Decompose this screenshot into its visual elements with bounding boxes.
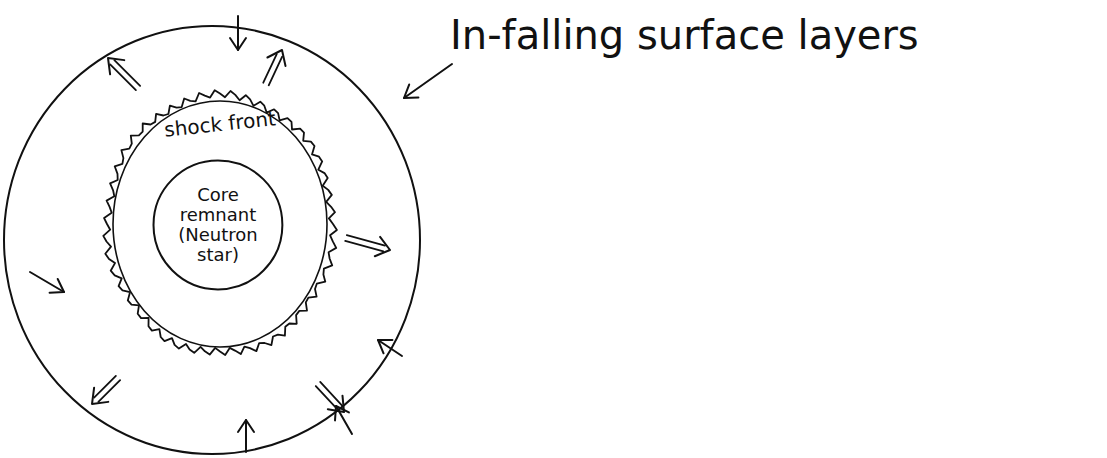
outflow-arrow-head (92, 388, 108, 404)
outflow-arrow-shaft (345, 241, 383, 251)
infall-arrow (245, 420, 247, 452)
outflow-arrow-head (328, 396, 344, 412)
outflow-arrow-head (108, 58, 124, 74)
outflow-arrow-shaft (110, 64, 136, 90)
core-label: Core remnant (Neutron star) (173, 185, 263, 264)
infall-arrow-head (230, 38, 246, 50)
core-outline (154, 161, 283, 290)
leader-line (404, 64, 452, 98)
infall-arrow (378, 340, 402, 356)
callout-label: In-falling surface layers (450, 12, 919, 58)
outflow-arrow-head (267, 50, 285, 66)
shock-front-inner-line (113, 101, 327, 347)
shock-front-region: shock frontCore remnant (Neutron star) (100, 88, 340, 360)
outflow-arrow-shaft (320, 382, 342, 406)
core-circle: Core remnant (Neutron star) (152, 159, 284, 291)
infall-arrow (30, 272, 64, 292)
infall-arrow-head (238, 420, 254, 432)
outflow-arrow-head (375, 237, 390, 256)
outflow-arrow-shaft (98, 380, 120, 402)
infall-arrow (237, 16, 239, 50)
infall-arrow-head (378, 340, 392, 353)
outflow-arrow-shaft (269, 57, 282, 86)
infall-arrow-head (50, 279, 64, 293)
outer-star-surface (4, 26, 420, 454)
outflow-arrow-shaft (263, 54, 276, 83)
leader-line-head (404, 85, 418, 98)
